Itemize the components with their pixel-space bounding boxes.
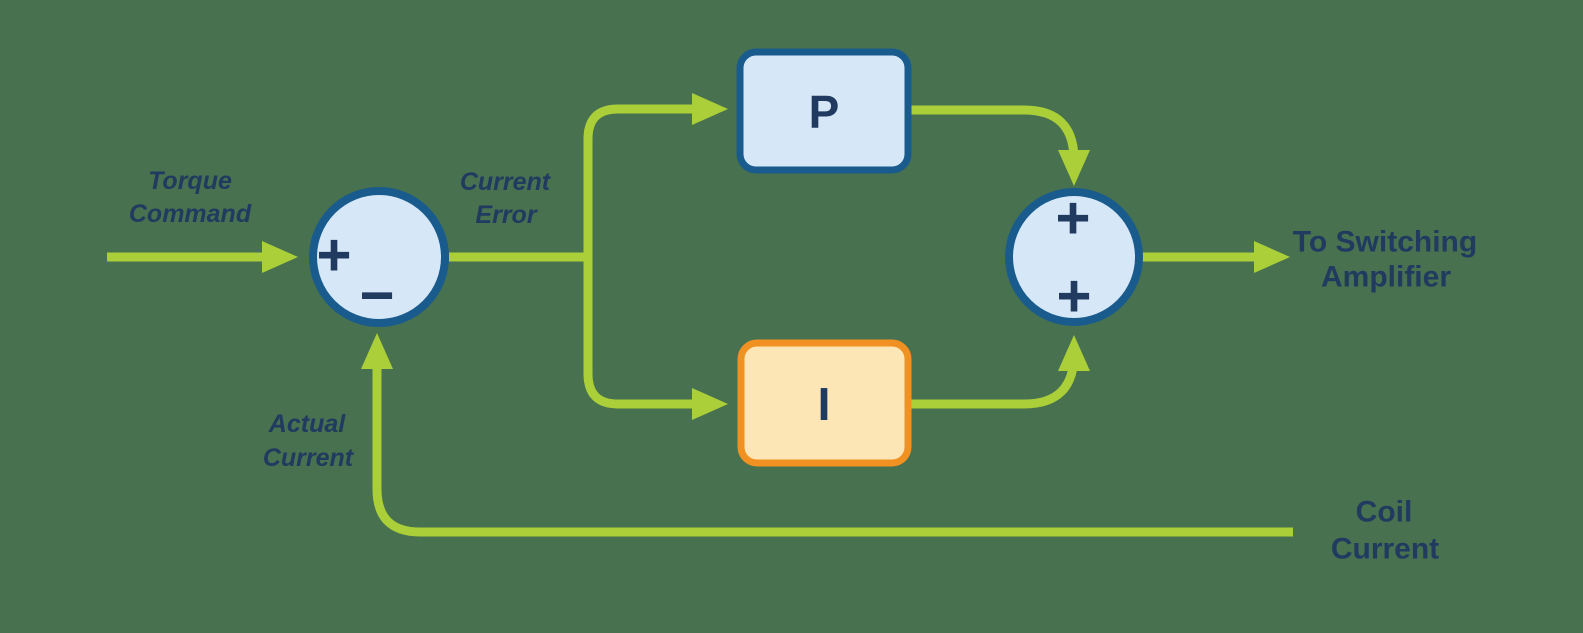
actual-current-label-line1: Actual (268, 410, 346, 438)
coil-current-label-line1: Coil (1356, 496, 1413, 529)
torque-command-label-line2: Command (129, 200, 252, 228)
i-block-label: I (818, 378, 831, 430)
p-block-label: P (809, 86, 840, 138)
proportional-block: P (736, 48, 912, 174)
p-block-box (736, 48, 912, 174)
i-block-box (737, 339, 912, 467)
current-error-label-line1: Current (460, 168, 552, 196)
torque-command-label: Torque Command (129, 167, 252, 228)
output-junction-top-plus-sign: + (1055, 185, 1090, 252)
signal-wires (107, 93, 1293, 537)
output-junction-bottom-plus-sign: + (1056, 263, 1091, 330)
actual-current-label-line2: Current (263, 444, 355, 472)
error-junction-plus-sign: + (316, 222, 351, 289)
output-summing-junction: + + (1005, 185, 1143, 330)
coil-current-feedback-arrow (361, 333, 1293, 537)
error-summing-junction: + − (309, 187, 449, 329)
current-error-label-line2: Error (475, 201, 537, 229)
output-junction-circle (1005, 188, 1143, 326)
to-switching-amplifier-label-line2: Amplifier (1321, 261, 1451, 294)
actual-current-label: Actual Current (263, 410, 355, 472)
p-output-arrow (908, 105, 1090, 186)
coil-current-label-line2: Current (1331, 533, 1439, 566)
integral-block: I (737, 339, 912, 467)
error-junction-minus-sign: − (359, 262, 394, 329)
to-switching-amplifier-label-line1: To Switching (1293, 226, 1477, 259)
error-junction-circle (309, 187, 449, 327)
error-branch-to-i-arrow (583, 252, 728, 420)
torque-command-label-line1: Torque (148, 167, 232, 195)
coil-current-label: Coil Current (1331, 496, 1439, 566)
to-switching-amplifier-label: To Switching Amplifier (1293, 226, 1477, 294)
i-output-arrow (908, 335, 1090, 409)
current-error-label: Current Error (460, 168, 552, 229)
error-branch-to-p-arrow (583, 93, 728, 262)
